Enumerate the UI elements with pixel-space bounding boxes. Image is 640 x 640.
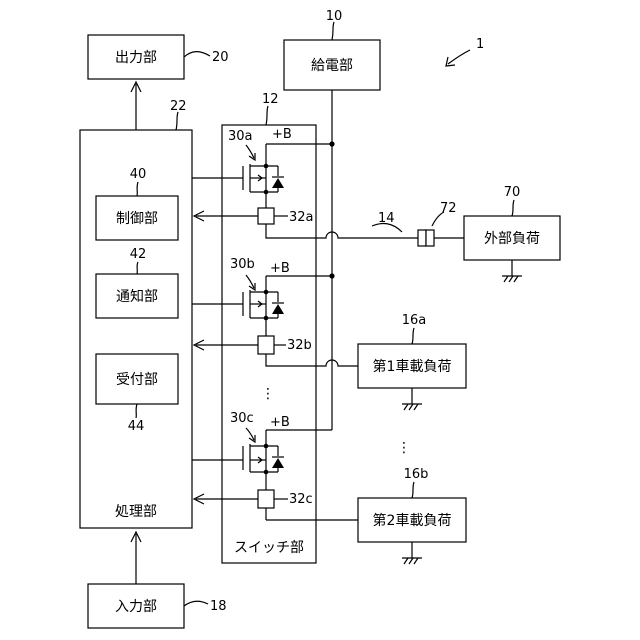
main-ref-label: 1 [476,37,484,52]
load2-ref: 16b [404,467,429,482]
connector-ref: 72 [440,201,457,216]
power-bus [329,90,334,430]
input-ref: 18 [210,599,227,614]
external-load-label: 外部負荷 [484,231,540,247]
switch-30b: 30b +B 32b [192,257,358,366]
load1-ref: 16a [402,313,427,328]
output-ref: 20 [212,50,229,65]
switch-30b-plus: +B [270,261,290,276]
processing-ref: 22 [170,99,187,114]
power-label: 給電部 [311,58,353,74]
output-label: 出力部 [115,50,157,66]
switch-ref: 12 [262,92,279,107]
processing-label: 処理部 [115,504,157,520]
sensor-32a-ref: 32a [289,210,314,225]
load1-block: 第1車載負荷 16a [358,313,466,410]
arrow-to-processing [131,532,141,584]
switch-label: スイッチ部 [234,540,304,556]
input-label: 入力部 [115,599,157,615]
switch-30c-ref: 30c [230,411,254,426]
sensor-32b-ref: 32b [287,338,312,353]
power-block: 給電部 10 [284,9,380,90]
load1-label: 第1車載負荷 [373,358,452,375]
input-block: 入力部 18 [88,584,227,628]
sensor-32c-ref: 32c [289,492,313,507]
power-ref: 10 [326,9,343,24]
load2-block: 第2車載負荷 16b [358,467,466,564]
switch-30a-ref: 30a [228,129,253,144]
notify-label: 通知部 [116,288,158,305]
accept-label: 受付部 [116,372,158,388]
line-ref: 14 [378,211,395,226]
external-load-ref: 70 [504,185,521,200]
notify-ref: 42 [130,247,147,262]
switch-30a-plus: +B [272,127,292,142]
control-ref: 40 [130,167,147,182]
external-load-block: 外部負荷 70 [464,185,560,282]
switch-30c: 30c +B 32c [192,411,358,520]
ellipsis-switches: ⋮ [261,386,275,402]
switch-30c-plus: +B [270,415,290,430]
external-line: 14 72 [372,201,464,246]
load2-label: 第2車載負荷 [373,512,452,529]
ellipsis-loads: ⋮ [397,440,411,456]
arrow-to-output [131,82,141,130]
control-label: 制御部 [116,211,158,227]
output-block: 出力部 20 [88,35,229,79]
switch-30b-ref: 30b [230,257,255,272]
accept-ref: 44 [128,419,145,434]
main-ref: 1 [446,37,484,66]
